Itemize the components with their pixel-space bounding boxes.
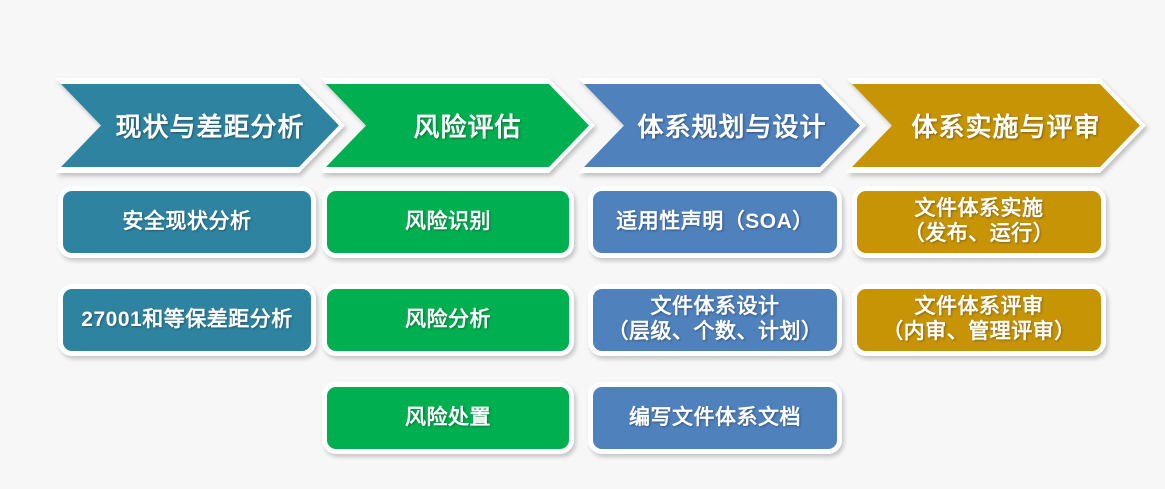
stage-3-item-2-label-line2: （层级、个数、计划） <box>607 320 823 343</box>
stage-header-label-4: 体系实施与评审 <box>911 112 1101 142</box>
stage-4-item-1-label-line2: （发布、运行） <box>903 222 1055 245</box>
stage-4-item-2[interactable]: 文件体系评审 （内审、管理评审） <box>852 284 1106 356</box>
stage-2-item-1-label: 风险识别 <box>405 209 491 233</box>
chevron-fill-4 <box>852 84 1140 167</box>
stage-3-item-1[interactable]: 适用性声明（SOA） <box>588 186 842 258</box>
stage-3-item-3-label: 编写文件体系文档 <box>629 405 801 429</box>
stage-4-item-1[interactable]: 文件体系实施 （发布、运行） <box>852 186 1106 258</box>
stage-2-item-3-label: 风险处置 <box>405 405 491 429</box>
stage-3-item-3[interactable]: 编写文件体系文档 <box>588 382 842 454</box>
stage-3-item-2-label-line1: 文件体系设计 <box>650 295 780 319</box>
stage-1-item-2[interactable]: 27001和等保差距分析 <box>58 284 316 356</box>
stage-3-item-2[interactable]: 文件体系设计 （层级、个数、计划） <box>588 284 842 356</box>
stage-4-item-2-label-line2: （内审、管理评审） <box>882 320 1076 343</box>
stage-2-item-2[interactable]: 风险分析 <box>322 284 574 356</box>
stage-4-item-2-label-line1: 文件体系评审 <box>914 295 1044 319</box>
stage-2-item-3[interactable]: 风险处置 <box>322 382 574 454</box>
stage-3-item-1-label: 适用性声明（SOA） <box>616 209 814 233</box>
stage-header-chevron-3[interactable]: 体系规划与设计 <box>578 78 866 173</box>
stage-2-item-1[interactable]: 风险识别 <box>322 186 574 258</box>
stage-4-item-1-label-line1: 文件体系实施 <box>914 197 1044 221</box>
stage-1-item-1[interactable]: 安全现状分析 <box>58 186 316 258</box>
stage-header-label-2: 风险评估 <box>413 112 522 142</box>
stage-2-item-2-label: 风险分析 <box>405 307 491 331</box>
stage-header-chevron-4[interactable]: 体系实施与评审 <box>846 78 1146 173</box>
stage-header-label-1: 现状与差距分析 <box>115 112 305 142</box>
stage-header-row: 现状与差距分析 风险评估 体系规划与设计 体系实施与评审 <box>0 78 1165 173</box>
chevron-fill-1 <box>61 84 339 167</box>
stage-header-chevron-2[interactable]: 风险评估 <box>320 78 595 173</box>
chevron-fill-2 <box>326 84 589 167</box>
stage-header-chevron-1[interactable]: 现状与差距分析 <box>55 78 345 173</box>
chevron-fill-3 <box>584 84 860 167</box>
stage-header-label-3: 体系规划与设计 <box>637 112 827 142</box>
stage-1-item-1-label: 安全现状分析 <box>122 209 252 233</box>
stage-1-item-2-label: 27001和等保差距分析 <box>81 307 293 331</box>
